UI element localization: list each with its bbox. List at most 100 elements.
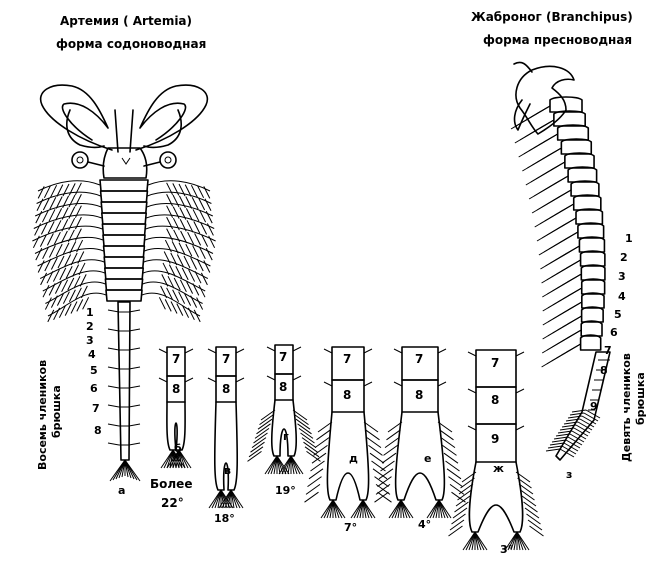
seta [516,352,524,356]
bristle [173,195,179,207]
label-a: а [118,484,125,497]
seta [293,347,301,351]
thorax-segment [102,224,145,235]
form-b-seg-8: 8 [172,382,180,396]
bristle [54,232,60,244]
bristle [62,280,68,292]
body-segment [561,139,591,154]
leg-bristle [540,246,579,269]
form-v-letter: в [224,464,231,477]
artemia-seg-4: 4 [88,348,96,361]
bristle [69,218,75,230]
seta [468,389,476,393]
branchipus-side-label-2: брюшка [634,372,647,425]
leg-bristle [543,316,582,339]
form-b-temp2: 22° [161,496,184,510]
seta [129,443,140,445]
bristle [182,268,188,280]
bristle [180,280,186,292]
seta [108,424,119,426]
body-segment [565,153,594,168]
thorax-segment [106,290,142,301]
artemia-thorax [100,180,148,301]
branchipus-seg-4: 4 [618,290,626,303]
branchipus-seg-3: 3 [618,270,626,283]
bristle [75,194,81,206]
leg-bristle [542,274,581,297]
seta [129,424,140,426]
thorax-segment [101,191,148,202]
seta [108,348,119,350]
leg-bristle [542,344,581,367]
form-g-letter: г [283,430,289,443]
bristle [199,285,205,297]
bristle [188,232,194,244]
artemia-seg-1: 1 [86,306,94,319]
seta [364,382,372,386]
bristle [179,292,185,304]
leg-bristle [542,330,581,353]
bristle [205,199,211,211]
seta [267,376,275,380]
side-bristle [452,514,466,524]
tail-bristle [570,413,584,415]
bristle [38,186,44,198]
artemia-seg-5: 5 [90,364,98,377]
seta [516,389,524,393]
seta [438,349,446,353]
branchipus-seg-8: 8 [600,364,608,377]
bristle [69,195,75,207]
form-g-temp: 19° [275,484,296,497]
thorax-segment [101,202,147,213]
leg [147,204,213,216]
seta [208,349,216,353]
bristle [60,268,66,280]
leg [145,237,213,253]
bristle [207,223,213,235]
seta [236,378,244,382]
side-bristle [530,526,544,536]
form-e-temp: 4° [418,518,431,531]
tail-bristle [560,449,574,457]
artemia-side-label-2: брюшка [50,385,63,438]
thorax-segment [104,257,144,268]
artemia-title: Артемия ( Artemia) [60,14,192,28]
tail-bristle [566,440,580,448]
bristle [167,183,173,195]
seta [468,426,476,430]
bristle [206,248,212,260]
bristle [173,183,179,195]
tail-fork [327,412,368,500]
bristle [167,206,173,218]
leg [32,226,102,241]
form-1 [208,347,244,508]
body-segment [579,237,604,252]
seta [129,348,140,350]
bristle [36,248,42,260]
seta [108,405,119,407]
form-4 [375,347,466,518]
side-bristle [522,496,536,506]
seta [324,349,332,353]
seta [364,349,372,353]
bristle [49,209,55,221]
form-g-seg-8: 8 [279,380,287,394]
bristle [209,236,215,248]
artemia-seg-7: 7 [92,402,100,415]
artemia-subtitle: форма содоноводная [56,37,206,51]
body-segment [581,335,601,350]
bristle [193,283,199,295]
seta [438,382,446,386]
form-v-seg-8: 8 [222,382,230,396]
seta [129,405,140,407]
seta [208,378,216,382]
seta [267,347,275,351]
form-d-seg-7: 7 [343,352,351,366]
tail-fork [396,412,445,500]
bristle [38,261,44,273]
bristle [56,244,62,256]
bristle [167,194,173,206]
branchipus-seg-9: 9 [590,400,598,413]
leg [38,181,100,191]
